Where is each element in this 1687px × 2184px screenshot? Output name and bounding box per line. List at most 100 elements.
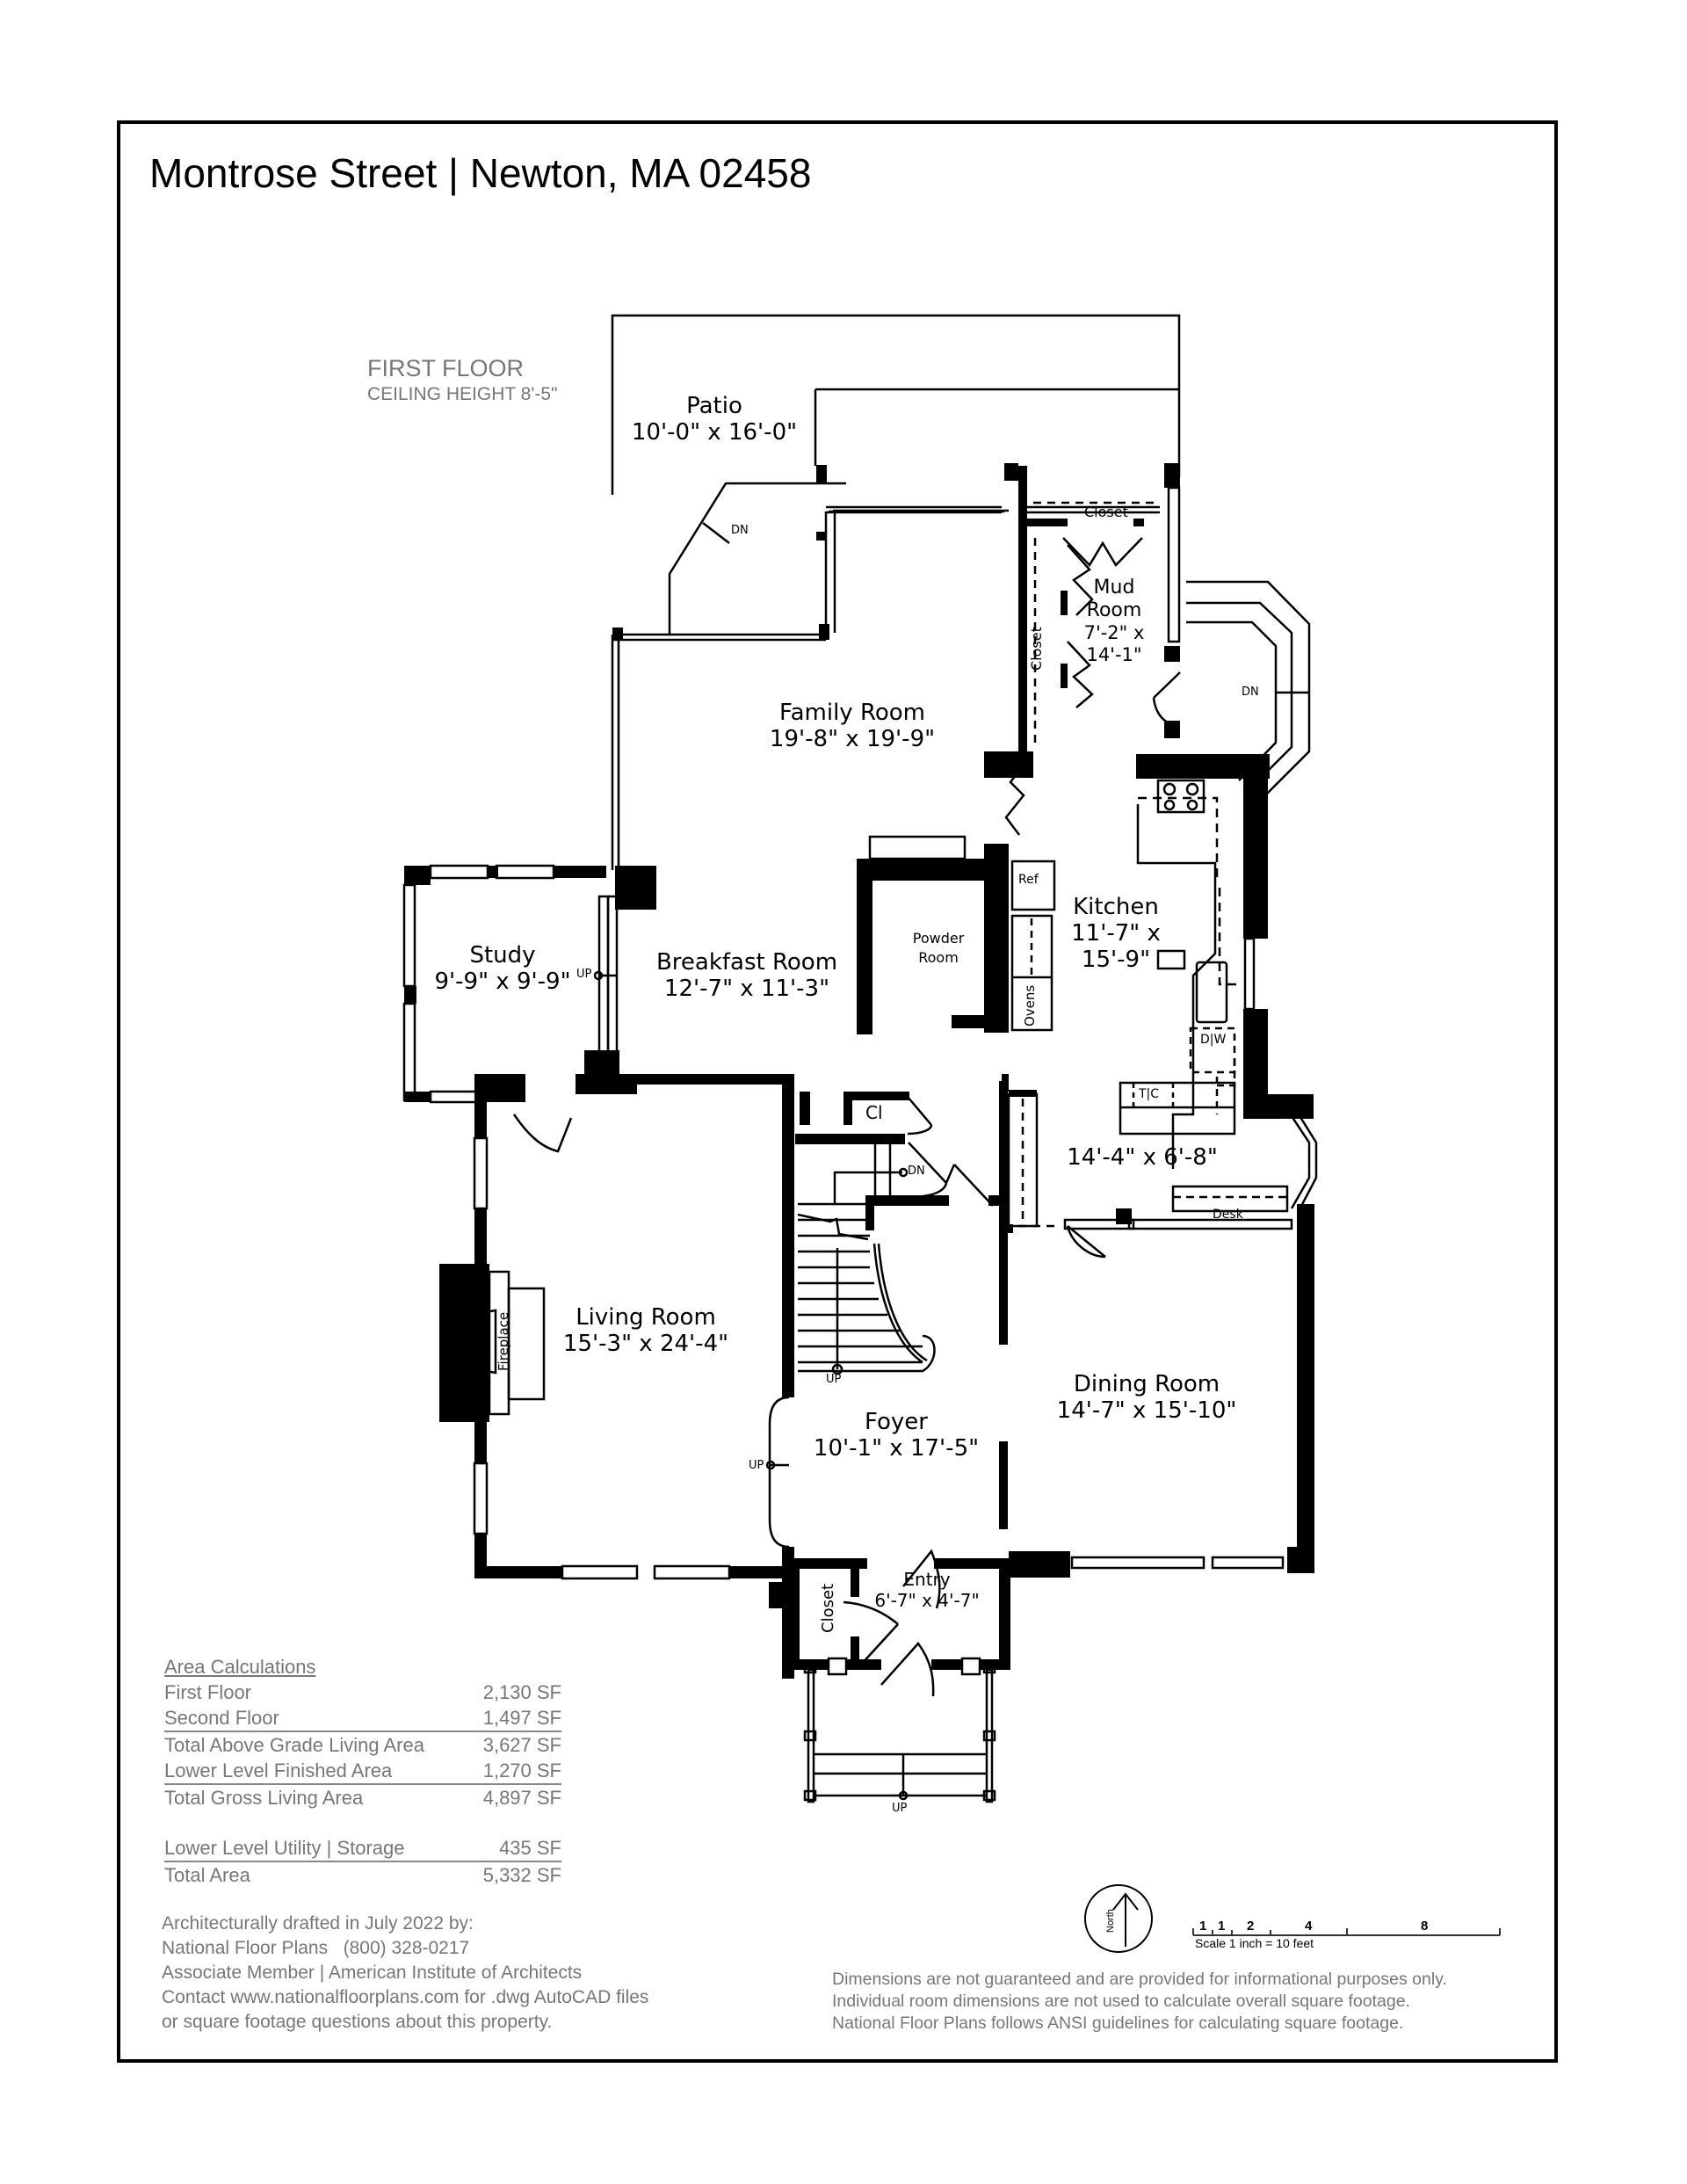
room-dimensions: 7'-2" x (1083, 622, 1145, 643)
room-dimensions: 14'-1" (1086, 644, 1142, 665)
area-value: 1,497 SF (482, 1707, 561, 1729)
room-mud-room: Mud Room 7'-2" x 14'-1" (1084, 577, 1145, 666)
room-dimensions: 14'-4" x 6'-8" (1067, 1144, 1218, 1171)
area-heading: Area Calculations (164, 1656, 316, 1678)
area-value: 5,332 SF (482, 1864, 561, 1886)
room-name: Powder (912, 930, 965, 947)
area-row: Total Area 5,332 SF (164, 1862, 561, 1888)
floor-label: FIRST FLOOR CEILING HEIGHT 8'-5" (367, 355, 557, 408)
room-name: Dining Room (1073, 1371, 1220, 1397)
room-study: Study 9'-9" x 9'-9" (434, 942, 570, 995)
stair-up-marker: UP (892, 1802, 908, 1815)
north-arrow-icon: North (1084, 1884, 1153, 1953)
page-title: Montrose Street | Newton, MA 02458 (149, 150, 812, 196)
room-dimensions: 10'-0" x 16'-0" (631, 419, 798, 446)
area-calculations: Area Calculations First Floor 2,130 SF Se… (164, 1654, 561, 1888)
room-name: Entry (903, 1569, 951, 1590)
room-dimensions: 10'-1" x 17'-5" (813, 1435, 980, 1462)
room-dimensions: 19'-8" x 19'-9" (769, 726, 936, 752)
credit-line: Architecturally drafted in July 2022 by: (162, 1913, 474, 1934)
page-border (117, 120, 1558, 2063)
patio-outline (611, 314, 1181, 495)
room-foyer: Foyer 10'-1" x 17'-5" (814, 1409, 979, 1462)
stair-up-marker: UP (576, 968, 592, 981)
room-dimensions: 9'-9" x 9'-9" (434, 969, 571, 995)
room-entry: Entry 6'-7" x 4'-7" (874, 1569, 979, 1611)
room-dimensions: 12'-7" x 11'-3" (663, 976, 830, 1002)
area-label: Total Gross Living Area (164, 1787, 364, 1809)
room-dimensions: 6'-7" x 4'-7" (874, 1590, 980, 1611)
room-living-room: Living Room 15'-3" x 24'-4" (563, 1304, 728, 1357)
stair-down-marker: DN (908, 1165, 925, 1178)
area-label: Total Above Grade Living Area (164, 1734, 424, 1756)
room-name: Family Room (779, 700, 925, 726)
stair-up-marker: UP (826, 1373, 842, 1386)
room-kitchen: Kitchen 11'-7" x 15'-9" (1071, 894, 1161, 973)
room-dimensions: 15'-3" x 24'-4" (562, 1331, 729, 1357)
area-row: Lower Level Utility | Storage 435 SF (164, 1835, 561, 1862)
ovens-label: Ovens (1022, 984, 1038, 1027)
room-name: Room (1086, 599, 1142, 621)
room-name: Room (918, 949, 959, 966)
room-family-room: Family Room 19'-8" x 19'-9" (770, 700, 935, 752)
room-patio: Patio 10'-0" x 16'-0" (632, 393, 797, 446)
area-value: 435 SF (499, 1837, 561, 1859)
fireplace-label: Fireplace (496, 1311, 511, 1371)
area-value: 2,130 SF (482, 1681, 561, 1703)
room-powder-room: Powder Room (913, 929, 965, 968)
credit-line: National Floor Plans (800) 328-0217 (162, 1938, 470, 1958)
credit-line: Contact www.nationalfloorplans.com for .… (162, 1987, 649, 2007)
area-value: 1,270 SF (482, 1760, 561, 1781)
scale-tick: 8 (1421, 1919, 1428, 1934)
area-value: 3,627 SF (482, 1734, 561, 1756)
closet-label: Closet (819, 1583, 837, 1633)
area-row: Total Above Grade Living Area 3,627 SF (164, 1732, 561, 1758)
room-nook: 14'-4" x 6'-8" (1067, 1144, 1218, 1171)
room-breakfast-room: Breakfast Room 12'-7" x 11'-3" (656, 949, 837, 1002)
desk-label: Desk (1213, 1208, 1243, 1222)
scale-tick: 4 (1305, 1919, 1313, 1934)
stair-up-marker: UP (749, 1459, 764, 1472)
closet-label: Closet (1084, 504, 1128, 520)
area-label: Lower Level Utility | Storage (164, 1837, 405, 1859)
area-row: Lower Level Finished Area 1,270 SF (164, 1758, 561, 1785)
refrigerator-label: Ref (1018, 873, 1039, 887)
area-label: Second Floor (164, 1707, 279, 1729)
scale-bar: 1 1 2 4 8 (1192, 1919, 1501, 1936)
area-label: First Floor (164, 1681, 251, 1703)
disclaimer-line: Individual room dimensions are not used … (832, 1992, 1410, 2011)
room-name: Mud (1093, 577, 1135, 599)
area-label: Lower Level Finished Area (164, 1760, 393, 1781)
area-label: Total Area (164, 1864, 250, 1886)
scale-caption: Scale 1 inch = 10 feet (1195, 1936, 1314, 1950)
scale-tick: 2 (1247, 1919, 1254, 1934)
room-name: Foyer (864, 1409, 928, 1435)
room-dining-room: Dining Room 14'-7" x 15'-10" (1057, 1371, 1237, 1424)
room-dimensions: 11'-7" x (1071, 920, 1161, 947)
floor-name: FIRST FLOOR (367, 355, 525, 381)
area-row: First Floor 2,130 SF (164, 1680, 561, 1705)
disclaimer-line: Dimensions are not guaranteed and are pr… (832, 1970, 1447, 1989)
room-name: Breakfast Room (655, 949, 838, 976)
disclaimer-line: National Floor Plans follows ANSI guidel… (832, 2013, 1404, 2033)
room-name: Study (469, 942, 536, 969)
stair-down-marker: DN (1242, 686, 1259, 699)
credit-line: or square footage questions about this p… (162, 2012, 553, 2032)
room-name: Living Room (576, 1304, 716, 1331)
dishwasher-label: D|W (1200, 1033, 1227, 1047)
room-dimensions: 15'-9" (1081, 947, 1151, 973)
room-dimensions: 14'-7" x 15'-10" (1056, 1397, 1237, 1424)
trash-compactor-label: T|C (1139, 1087, 1160, 1101)
room-name: Patio (686, 393, 742, 419)
stair-down-marker: DN (731, 524, 749, 537)
credit-line: Associate Member | American Institute of… (162, 1963, 583, 1983)
ceiling-height: CEILING HEIGHT 8'-5" (367, 384, 558, 404)
room-name: Kitchen (1073, 894, 1159, 920)
scale-tick: 1 (1218, 1919, 1225, 1934)
closet-label: Cl (865, 1102, 883, 1123)
north-label: North (1105, 1909, 1116, 1933)
area-row: Second Floor 1,497 SF (164, 1705, 561, 1732)
area-value: 4,897 SF (482, 1787, 561, 1809)
drafting-credit: Architecturally drafted in July 2022 by:… (162, 1912, 648, 2035)
